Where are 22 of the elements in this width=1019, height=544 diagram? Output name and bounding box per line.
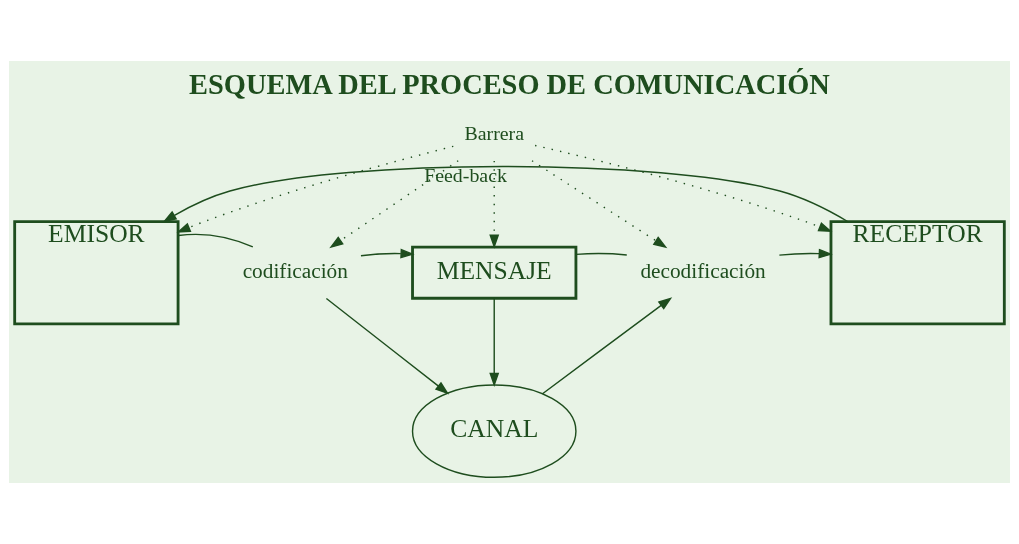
arrow: [329, 160, 459, 249]
node-box: EMISOR: [13, 220, 180, 326]
node-text: Barrera: [464, 122, 525, 145]
arrow: [489, 297, 500, 388]
arrow: [534, 144, 833, 232]
diagram-title: ESQUEMA DEL PROCESO DE COMUNICACIÓN: [189, 68, 830, 100]
node-box: MENSAJE: [411, 245, 578, 300]
connector: [177, 233, 254, 248]
edge-label: Feed-back: [424, 164, 507, 187]
arrow: [531, 160, 668, 249]
arrow: [162, 165, 849, 223]
node-box: RECEPTOR: [829, 220, 1006, 326]
arrow: [360, 248, 415, 259]
connector: [575, 252, 628, 256]
arrow: [778, 248, 833, 259]
node-text: decodificación: [640, 258, 766, 283]
arrow: [325, 297, 450, 395]
arrow: [489, 160, 500, 249]
node-ellipse: CANAL: [411, 384, 577, 479]
arrow: [176, 145, 454, 233]
arrow: [541, 297, 673, 395]
node-text: codificación: [242, 258, 348, 283]
